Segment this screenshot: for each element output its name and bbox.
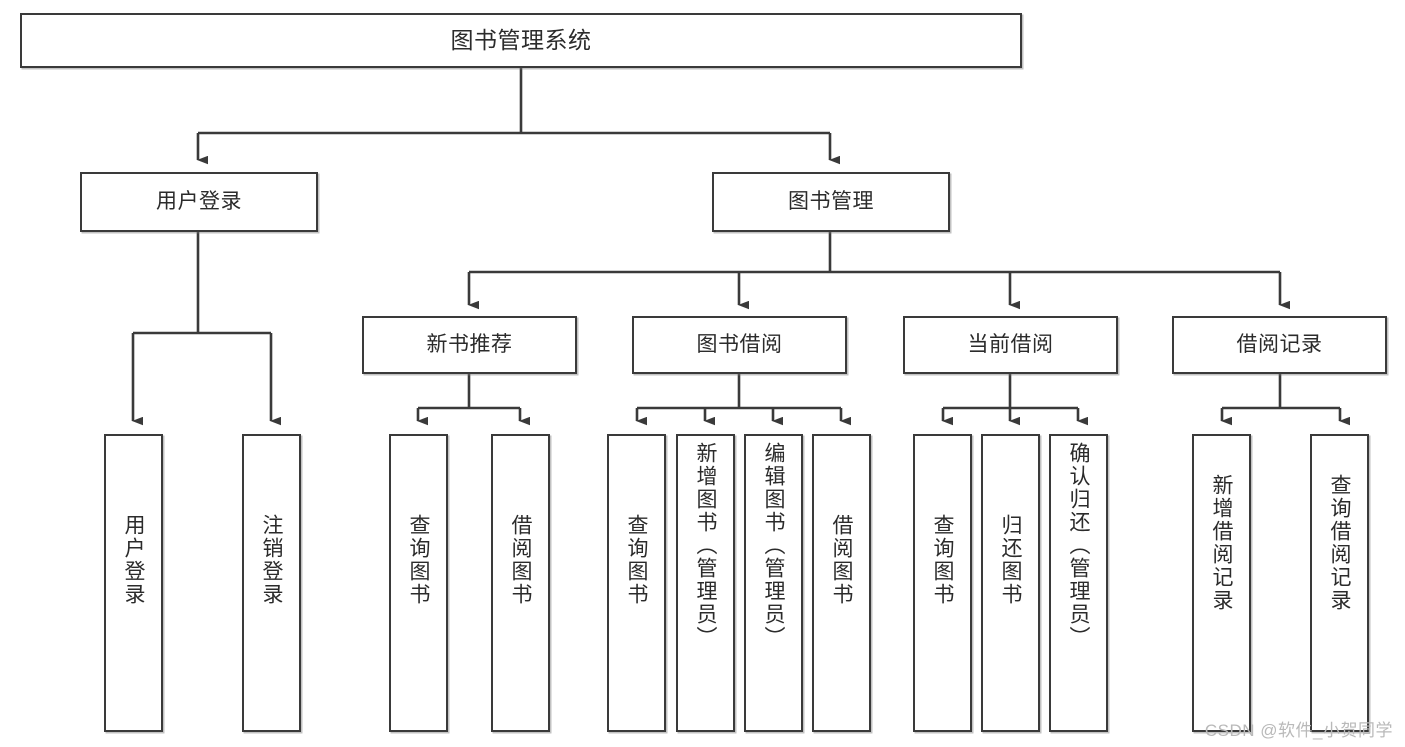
node-label: 查询图书 [625,514,648,606]
leaf-confirm-return-admin[interactable]: 确认归还（管理员） [1049,434,1108,732]
leaf-user-logout[interactable]: 注销登录 [242,434,301,732]
leaf-query-book-recommend[interactable]: 查询图书 [389,434,448,732]
node-label: 图书管理 [788,189,874,213]
node-label: 归还图书 [999,514,1022,606]
node-label: 新增借阅记录 [1210,474,1233,612]
node-label: 用户登录 [122,514,145,606]
node-label: 用户登录 [156,189,242,213]
leaf-return-book[interactable]: 归还图书 [981,434,1040,732]
node-label: 注销登录 [260,514,283,606]
node-label: 查询图书 [407,514,430,606]
node-label: 图书借阅 [696,332,783,356]
watermark-text: CSDN @软件_小贺同学 [1204,721,1393,740]
node-book-management[interactable]: 图书管理 [712,172,950,232]
leaf-borrow-book-borrow[interactable]: 借阅图书 [812,434,871,732]
node-root-book-management-system[interactable]: 图书管理系统 [20,13,1022,68]
node-book-borrow[interactable]: 图书借阅 [632,316,847,374]
leaf-query-borrow-record[interactable]: 查询借阅记录 [1310,434,1369,732]
leaf-user-login[interactable]: 用户登录 [104,434,163,732]
leaf-borrow-book-recommend[interactable]: 借阅图书 [491,434,550,732]
node-new-book-recommend[interactable]: 新书推荐 [362,316,577,374]
node-label: 新增图书（管理员） [694,442,717,649]
node-label: 查询借阅记录 [1328,474,1351,612]
leaf-edit-book-admin[interactable]: 编辑图书（管理员） [744,434,803,732]
leaf-add-borrow-record[interactable]: 新增借阅记录 [1192,434,1251,732]
node-label: 新书推荐 [426,332,513,356]
node-current-borrow[interactable]: 当前借阅 [903,316,1118,374]
node-label: 查询图书 [931,514,954,606]
leaf-add-book-admin[interactable]: 新增图书（管理员） [676,434,735,732]
node-label: 借阅图书 [509,514,532,606]
node-label: 编辑图书（管理员） [762,442,785,649]
leaf-query-book-borrow[interactable]: 查询图书 [607,434,666,732]
node-user-login[interactable]: 用户登录 [80,172,318,232]
node-label: 确认归还（管理员） [1067,442,1090,649]
leaf-query-book-current[interactable]: 查询图书 [913,434,972,732]
node-label: 当前借阅 [967,332,1054,356]
node-label: 借阅记录 [1236,332,1323,356]
node-label: 图书管理系统 [450,26,592,53]
node-borrow-record[interactable]: 借阅记录 [1172,316,1387,374]
node-label: 借阅图书 [830,514,853,606]
